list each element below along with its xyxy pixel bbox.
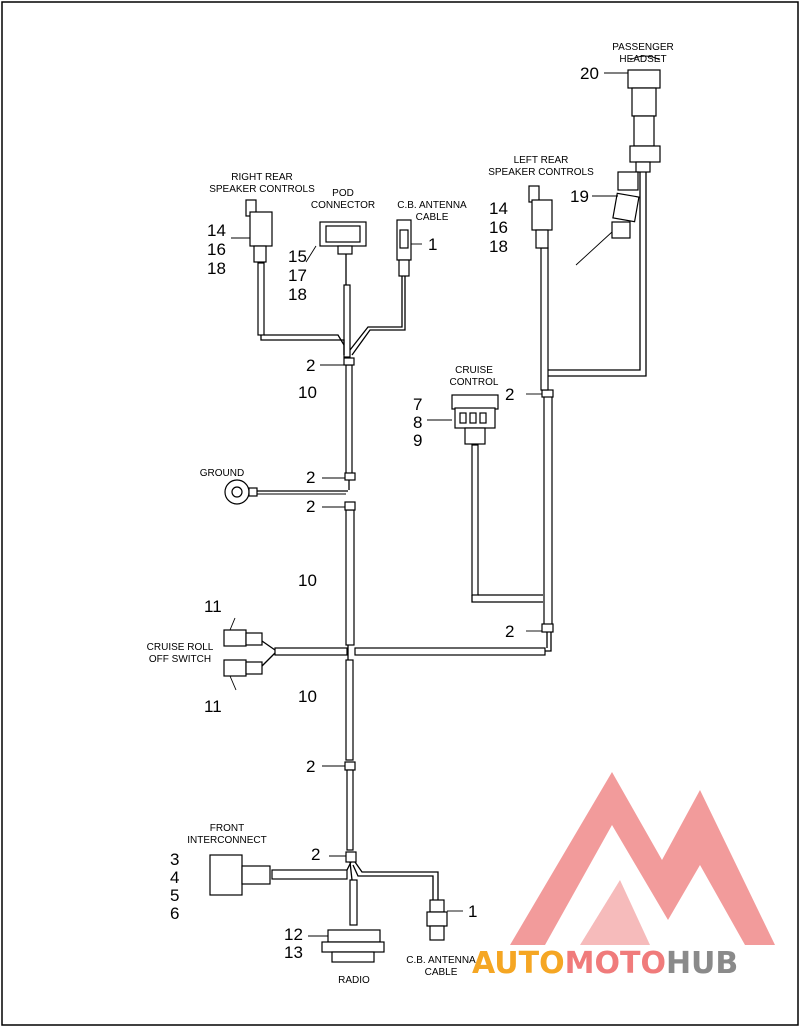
callout-radio-12: 12 xyxy=(284,925,303,944)
cruise-roll-label-1: CRUISE ROLL xyxy=(147,642,214,653)
left-rear-speaker-connector xyxy=(528,185,553,249)
watermark-auto: AUTO xyxy=(472,946,565,981)
ground-wire xyxy=(255,490,348,495)
leader-lines xyxy=(229,72,628,937)
callout-2-cruise: 2 xyxy=(505,385,514,404)
callout-10-b: 10 xyxy=(298,571,317,590)
callout-11-top: 11 xyxy=(204,597,222,616)
callout-2-e: 2 xyxy=(311,845,320,864)
left-rear-label-2: SPEAKER CONTROLS xyxy=(488,167,594,178)
front-interconnect-connector xyxy=(209,854,271,896)
front-interconnect-label-2: INTERCONNECT xyxy=(187,835,266,846)
callout-front-6: 6 xyxy=(170,904,179,923)
callout-left-16: 16 xyxy=(489,218,508,237)
watermark-hub: HUB xyxy=(666,946,738,981)
cb-antenna-connector-top xyxy=(396,219,412,277)
callout-pod-18: 18 xyxy=(288,285,307,304)
callout-radio-13: 13 xyxy=(284,943,303,962)
callout-2-d: 2 xyxy=(306,757,315,776)
pod-connector xyxy=(319,221,367,255)
callout-2-c: 2 xyxy=(306,497,315,516)
callout-cruise-9: 9 xyxy=(413,431,422,450)
right-rear-speaker-connector xyxy=(245,199,273,263)
radio-connector xyxy=(321,929,385,963)
cb-antenna-top-branch xyxy=(349,275,406,356)
callout-cb-top-1: 1 xyxy=(428,235,437,254)
callout-11-bottom: 11 xyxy=(204,697,222,716)
cb-antenna-connector-bottom xyxy=(426,899,448,941)
callout-2-ground: 2 xyxy=(306,468,315,487)
bottom-branches xyxy=(271,861,439,926)
cruise-control-label-1: CRUISE xyxy=(455,365,493,376)
callout-left-18: 18 xyxy=(489,237,508,256)
callout-10-c: 10 xyxy=(298,687,317,706)
callout-front-4: 4 xyxy=(170,868,179,887)
right-side-branch xyxy=(354,170,647,656)
cb-antenna-bottom-label-2: CABLE xyxy=(425,967,458,978)
callout-20: 20 xyxy=(580,64,599,83)
watermark-text: AUTOMOTOHUB xyxy=(472,946,738,981)
main-trunk xyxy=(343,250,357,863)
cruise-roll-switch-connectors xyxy=(223,629,263,677)
callout-19: 19 xyxy=(570,187,589,206)
plug-item-19 xyxy=(575,171,640,266)
passenger-headset-label-1: PASSENGER xyxy=(612,42,674,53)
cruise-roll-branch xyxy=(261,640,348,667)
callout-right-16: 16 xyxy=(207,240,226,259)
cb-antenna-bottom-label-1: C.B. ANTENNA xyxy=(406,955,476,966)
radio-label: RADIO xyxy=(338,975,370,986)
left-rear-label-1: LEFT REAR xyxy=(514,155,569,166)
callout-cruise-8: 8 xyxy=(413,413,422,432)
passenger-headset-label-2: HEADSET xyxy=(619,54,666,65)
cb-antenna-top-label-1: C.B. ANTENNA xyxy=(397,200,467,211)
ground-ring-terminal xyxy=(224,479,258,505)
cruise-control-connector xyxy=(451,394,499,445)
ground-label: GROUND xyxy=(200,468,244,479)
callout-pod-17: 17 xyxy=(288,266,307,285)
callout-2-right: 2 xyxy=(505,622,514,641)
pod-connector-label-2: CONNECTOR xyxy=(311,200,375,211)
callout-front-5: 5 xyxy=(170,886,179,905)
callout-cb-bottom-1: 1 xyxy=(468,902,477,921)
watermark-moto: MOTO xyxy=(565,946,666,981)
callout-front-3: 3 xyxy=(170,850,179,869)
automotohub-logo xyxy=(510,772,775,945)
callout-2-a: 2 xyxy=(306,356,315,375)
right-rear-label-2: SPEAKER CONTROLS xyxy=(209,184,315,195)
passenger-headset-connector xyxy=(627,55,661,173)
right-rear-label-1: RIGHT REAR xyxy=(231,172,293,183)
pod-connector-label-1: POD xyxy=(332,188,354,199)
callout-cruise-7: 7 xyxy=(413,395,422,414)
callout-pod-15: 15 xyxy=(288,247,307,266)
cruise-roll-label-2: OFF SWITCH xyxy=(149,654,211,665)
callout-10-a: 10 xyxy=(298,383,317,402)
callout-right-14: 14 xyxy=(207,221,226,240)
callout-left-14: 14 xyxy=(489,199,508,218)
right-rear-speaker-branch xyxy=(257,262,345,355)
callout-right-18: 18 xyxy=(207,259,226,278)
front-interconnect-label-1: FRONT xyxy=(210,823,244,834)
cb-antenna-top-label-2: CABLE xyxy=(416,212,449,223)
cruise-control-label-2: CONTROL xyxy=(450,377,499,388)
